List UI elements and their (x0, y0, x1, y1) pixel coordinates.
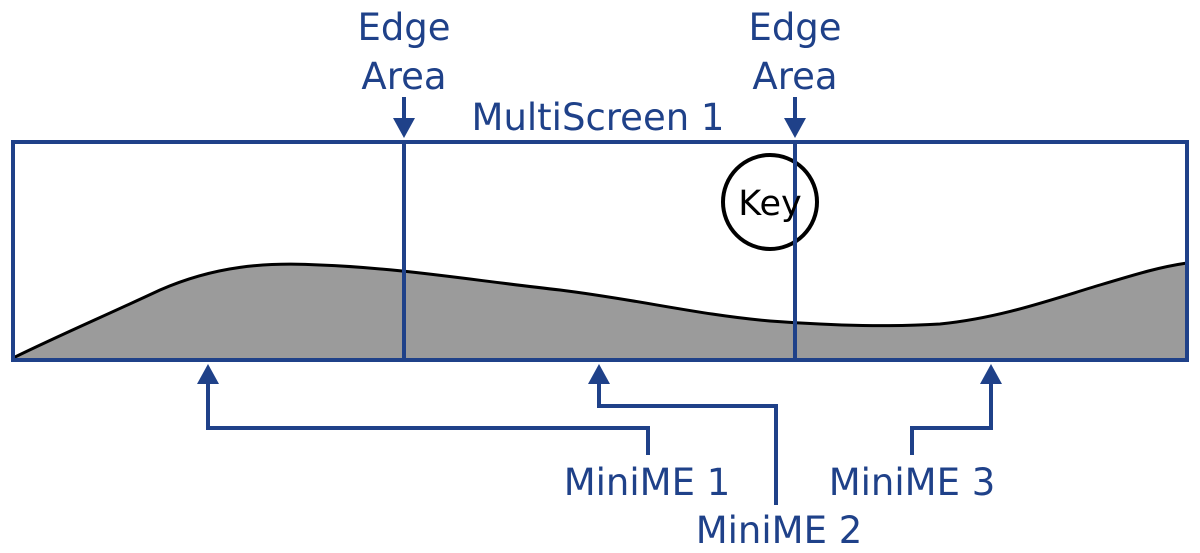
minime-3-label: MiniME 3 (829, 461, 996, 504)
minime-3-arrowhead (980, 364, 1002, 384)
multiscreen-title: MultiScreen 1 (472, 96, 725, 139)
minime-2-arrowhead (588, 364, 610, 384)
edge-label-1-line1: Edge (357, 6, 450, 49)
minime-1-label: MiniME 1 (564, 461, 731, 504)
minime-2-label: MiniME 2 (696, 509, 863, 552)
edge-arrowhead-2 (784, 118, 806, 138)
minime-1-connector (206, 383, 650, 455)
edge-label-1-line2: Area (361, 55, 446, 98)
multiscreen-frame (11, 140, 1189, 362)
edge-label-2-line2: Area (752, 55, 837, 98)
minime-1-arrowhead (197, 364, 219, 384)
terrain-shape (13, 263, 1187, 360)
edge-label-2-line1: Edge (748, 6, 841, 49)
minime-3-connector (910, 383, 993, 455)
key-label: Key (738, 184, 801, 224)
terrain-outline (12, 261, 1188, 360)
minime-2-connector (597, 383, 778, 505)
edge-arrowhead-1 (393, 118, 415, 138)
